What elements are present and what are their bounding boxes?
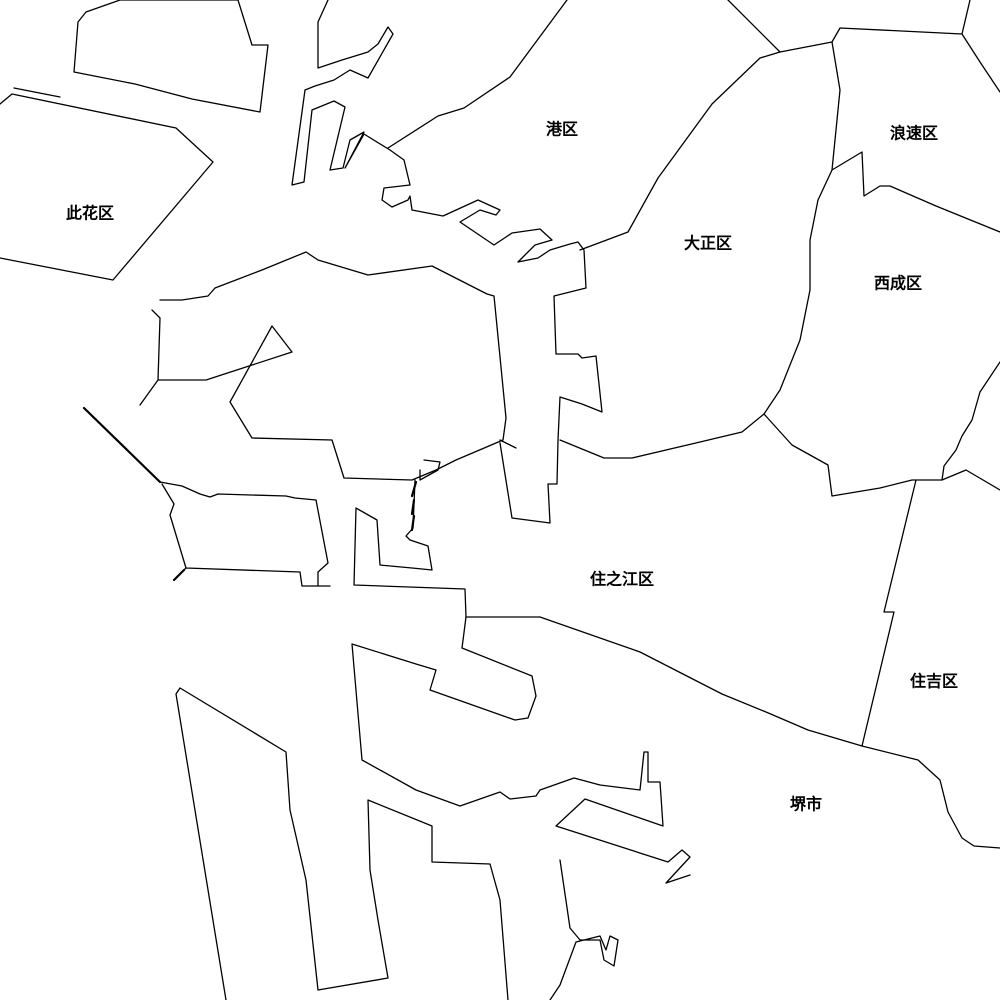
boundary-central-pier <box>353 439 541 618</box>
boundary-konohana-north-island <box>73 0 269 113</box>
boundary-central-island <box>139 251 507 481</box>
label-taisho[interactable]: 大正区 <box>684 234 732 253</box>
boundary-sumiyoshi <box>861 479 917 747</box>
boundary-nishinari-south <box>763 413 943 497</box>
boundary-konohana <box>0 87 214 281</box>
boundary-naniwa <box>779 0 1000 93</box>
label-naniwa[interactable]: 浪速区 <box>890 124 938 143</box>
boundary-south-pier-left <box>351 616 691 884</box>
boundary-taisho-east <box>559 41 841 459</box>
label-suminoe[interactable]: 住之江区 <box>590 570 654 589</box>
boundary-pier-top <box>291 0 394 186</box>
boundary-nishinari <box>831 151 1000 491</box>
boundary-central-pier-stub <box>410 480 418 532</box>
boundary-suminoe-sakai <box>539 616 1000 849</box>
label-sumiyoshi[interactable]: 住吉区 <box>910 672 958 691</box>
boundary-south-pier-right <box>549 859 619 1000</box>
boundary-maishima-thick <box>82 406 186 582</box>
boundary-minato-waterfront <box>381 149 603 524</box>
boundary-south-pier-long <box>179 687 509 1000</box>
label-nishinari[interactable]: 西成区 <box>874 274 922 293</box>
label-minato[interactable]: 港区 <box>546 120 578 139</box>
label-konohana[interactable]: 此花区 <box>66 204 114 223</box>
label-sakai[interactable]: 堺市 <box>790 795 822 814</box>
boundary-south-pier-long-left <box>175 687 227 1000</box>
